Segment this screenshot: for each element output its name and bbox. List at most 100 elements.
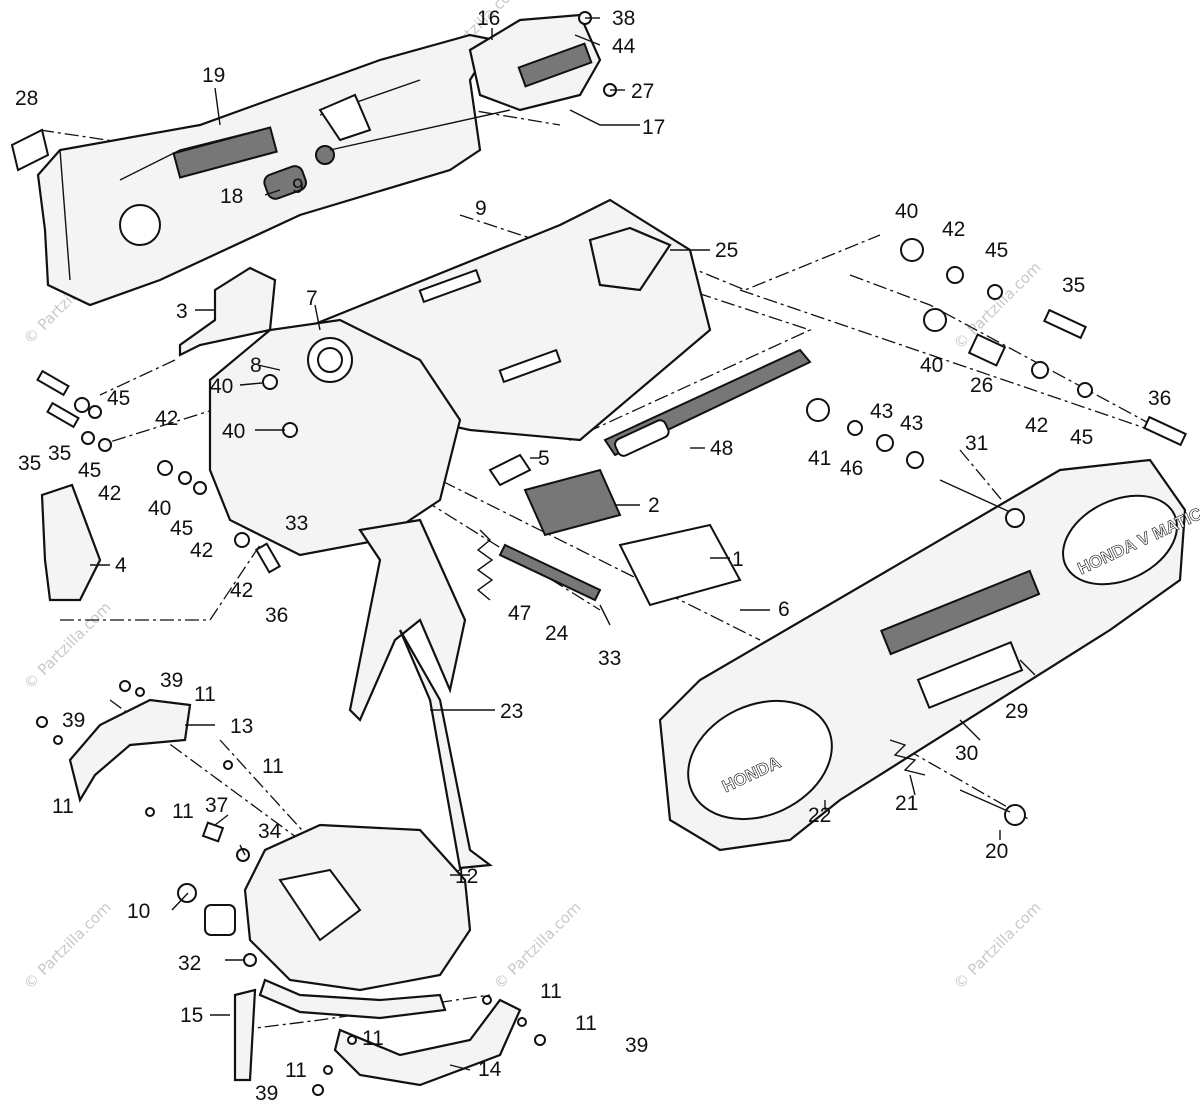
part-number-39: 39: [625, 1034, 648, 1057]
part-number-45: 45: [985, 239, 1008, 262]
part-number-31: 31: [965, 432, 988, 455]
part-number-41: 41: [808, 447, 831, 470]
cable-fitting: [263, 109, 511, 200]
part-number-23: 23: [500, 700, 523, 723]
part-number-45: 45: [78, 459, 101, 482]
part-number-13: 13: [230, 715, 253, 738]
part-number-8: 8: [250, 354, 262, 377]
part-number-40: 40: [920, 354, 943, 377]
part-number-24: 24: [545, 622, 569, 645]
engine-hanger-bracket: [588, 226, 672, 292]
guard-fasteners: [36, 680, 546, 1096]
right-hardware: [806, 238, 1187, 469]
watermark: © Partzilla.com: [20, 598, 115, 693]
part-number-34: 34: [258, 820, 282, 843]
part-number-36: 36: [265, 604, 288, 627]
stand-spring: [476, 529, 602, 602]
part-number-48: 48: [710, 437, 733, 460]
part-number-5: 5: [538, 447, 550, 470]
part-number-45: 45: [1070, 426, 1093, 449]
watermark: © Partzilla.com: [950, 898, 1045, 993]
part-number-17: 17: [642, 116, 665, 139]
part-number-45: 45: [170, 517, 193, 540]
vent-grille: [172, 126, 278, 179]
part-number-11: 11: [194, 683, 216, 706]
part-number-40: 40: [895, 200, 918, 223]
part-number-33: 33: [285, 512, 308, 535]
part-number-14: 14: [478, 1058, 502, 1081]
muffler-assembly: [68, 698, 522, 1087]
part-number-26: 26: [970, 374, 993, 397]
part-number-2: 2: [648, 494, 660, 517]
part-number-40: 40: [210, 375, 233, 398]
part-number-9: 9: [292, 175, 304, 198]
part-number-33: 33: [598, 647, 621, 670]
part-number-21: 21: [895, 792, 918, 815]
part-number-25: 25: [715, 239, 738, 262]
exhaust-pipe: [258, 978, 447, 1020]
part-number-19: 19: [202, 64, 225, 87]
label-leaders: [90, 17, 1036, 1071]
part-number-35: 35: [1062, 274, 1085, 297]
transmission-cover: HONDA HONDA V MATIC: [658, 458, 1200, 852]
part-number-40: 40: [222, 420, 245, 443]
watermark: © Partzilla.com: [490, 898, 585, 993]
watermark: © Partzilla.com: [950, 258, 1045, 353]
part-number-32: 32: [178, 952, 201, 975]
part-number-27: 27: [631, 80, 654, 103]
part-number-22: 22: [808, 804, 831, 827]
part-number-42: 42: [1025, 414, 1048, 437]
part-number-37: 37: [205, 794, 228, 817]
part-number-1: 1: [732, 548, 744, 571]
muffler-bracket: [233, 988, 257, 1082]
exhaust-pipe-protector: [333, 998, 522, 1087]
part-number-43: 43: [870, 400, 893, 423]
part-number-42: 42: [230, 579, 253, 602]
part-number-11: 11: [575, 1012, 597, 1035]
part-number-6: 6: [778, 598, 790, 621]
part-number-20: 20: [985, 840, 1008, 863]
part-number-39: 39: [160, 669, 183, 692]
part-number-11: 11: [540, 980, 562, 1003]
pivot-shaft: [603, 348, 812, 457]
part-number-42: 42: [155, 407, 178, 430]
shift-handle-assembly: [468, 11, 617, 112]
vmatic-emblem-plate: [1062, 494, 1178, 586]
part-number-4: 4: [115, 554, 127, 577]
part-number-46: 46: [840, 457, 863, 480]
part-number-3: 3: [176, 300, 188, 323]
part-number-11: 11: [285, 1059, 307, 1082]
part-number-39: 39: [255, 1082, 278, 1105]
part-number-39: 39: [62, 709, 85, 732]
honda-emblem-plate: [687, 699, 833, 821]
rubber-grip: [40, 483, 102, 602]
part-number-11: 11: [52, 795, 74, 818]
part-number-36: 36: [1148, 387, 1171, 410]
part-number-10: 10: [127, 900, 150, 923]
part-number-42: 42: [190, 539, 213, 562]
main-stand: [348, 518, 493, 870]
watermark: © Partzilla.com: [20, 898, 115, 993]
part-number-11: 11: [172, 800, 194, 823]
part-number-40: 40: [148, 497, 171, 520]
caution-label: [10, 128, 50, 172]
part-number-42: 42: [942, 218, 965, 241]
part-number-30: 30: [955, 742, 978, 765]
part-number-35: 35: [48, 442, 71, 465]
part-number-28: 28: [15, 87, 38, 110]
long-bolt: [939, 479, 1025, 528]
muffler-heat-guard: [68, 698, 192, 803]
part-number-12: 12: [455, 865, 478, 888]
part-number-7: 7: [306, 287, 318, 310]
part-number-45: 45: [107, 387, 130, 410]
part-number-9: 9: [475, 197, 487, 220]
part-number-43: 43: [900, 412, 923, 435]
cover-bolt-spring: [889, 739, 1026, 826]
left-hardware: [36, 369, 298, 574]
part-number-16: 16: [477, 7, 500, 30]
part-number-15: 15: [180, 1004, 203, 1027]
part-number-29: 29: [1005, 700, 1028, 723]
part-number-44: 44: [612, 35, 636, 58]
